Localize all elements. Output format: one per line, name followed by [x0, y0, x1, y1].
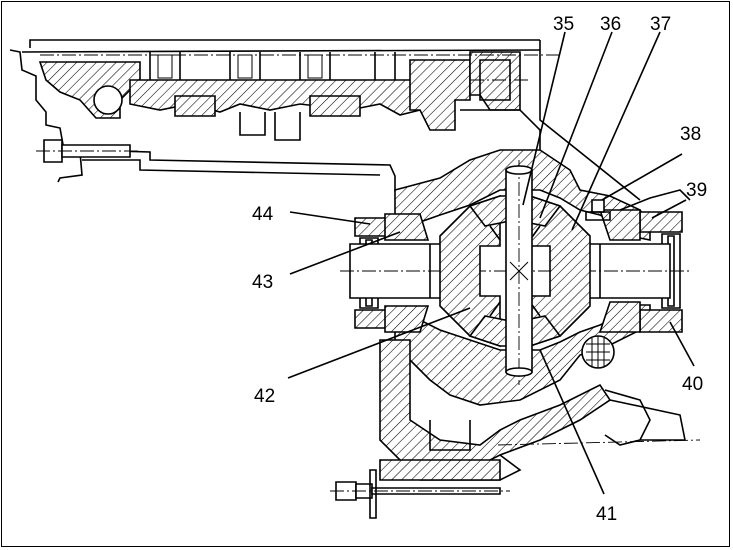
ring-gear-teeth — [581, 335, 615, 369]
callout-labels: 35 36 37 38 39 40 41 42 43 44 — [252, 14, 707, 525]
leader-35 — [522, 31, 566, 206]
leader-40 — [669, 321, 695, 367]
leader-37 — [571, 31, 661, 231]
leader-44 — [289, 211, 371, 225]
leader-41 — [539, 349, 605, 495]
lock-bolt — [585, 199, 611, 221]
gearbox-housing — [9, 39, 641, 201]
callout-37: 37 — [650, 14, 671, 35]
leader-42 — [287, 307, 471, 379]
leader-36 — [539, 31, 613, 219]
pinion-shaft — [505, 160, 533, 385]
callout-43: 43 — [252, 272, 273, 293]
callout-38: 38 — [680, 124, 701, 145]
left-bolt — [36, 139, 140, 163]
leader-39 — [651, 199, 687, 219]
callout-42: 42 — [254, 386, 275, 407]
leader-43 — [289, 231, 401, 275]
leader-lines — [287, 31, 695, 495]
callout-44: 44 — [252, 204, 274, 225]
callout-41: 41 — [596, 504, 617, 525]
callout-35: 35 — [553, 14, 574, 35]
bottom-bolt — [330, 469, 510, 519]
callout-36: 36 — [600, 14, 621, 35]
callout-40: 40 — [682, 374, 703, 395]
leader-38 — [601, 153, 683, 201]
callout-39: 39 — [686, 180, 707, 201]
